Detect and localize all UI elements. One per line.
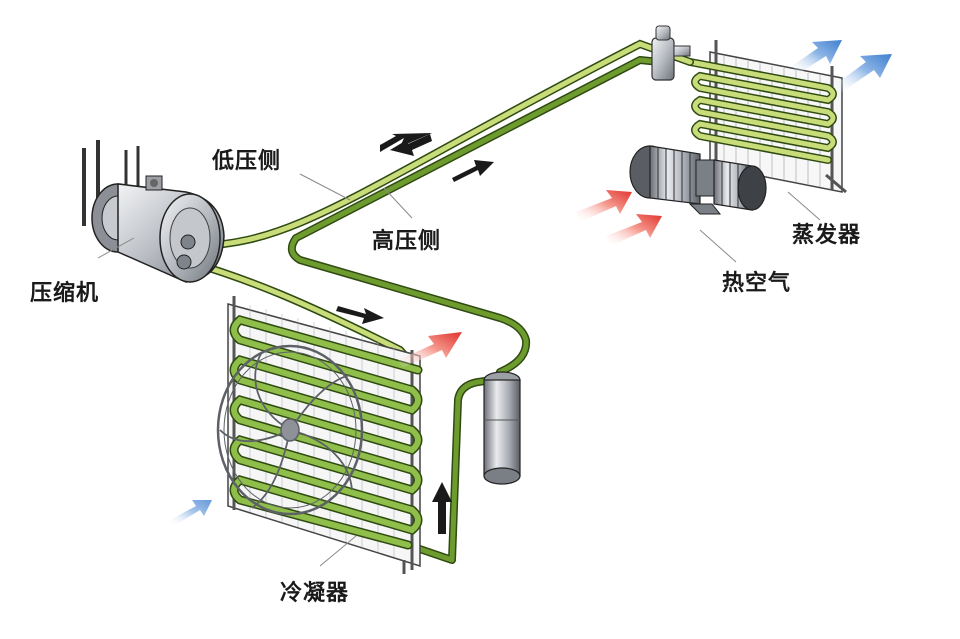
leader-lines xyxy=(97,173,821,567)
low-pressure-label: 低压侧 xyxy=(211,149,281,174)
hot-air-arrows xyxy=(398,190,662,368)
receiver-drier xyxy=(483,371,521,485)
evaporator xyxy=(686,40,847,194)
blower-fan xyxy=(629,145,767,215)
condenser xyxy=(216,296,423,574)
hot-air-label: 热空气 xyxy=(722,270,791,296)
expansion-valve xyxy=(651,25,691,81)
condenser-fan xyxy=(216,344,364,516)
cool-air-arrows xyxy=(170,40,892,526)
evaporator-label: 蒸发器 xyxy=(792,222,861,248)
compressor-label: 压缩机 xyxy=(30,280,99,306)
flow-arrows xyxy=(336,133,494,534)
high-pressure-line xyxy=(186,56,664,564)
compressor xyxy=(82,140,225,283)
low-pressure-line xyxy=(192,39,694,250)
high-pressure-label: 高压侧 xyxy=(372,228,441,254)
condenser-label: 冷凝器 xyxy=(280,580,349,606)
